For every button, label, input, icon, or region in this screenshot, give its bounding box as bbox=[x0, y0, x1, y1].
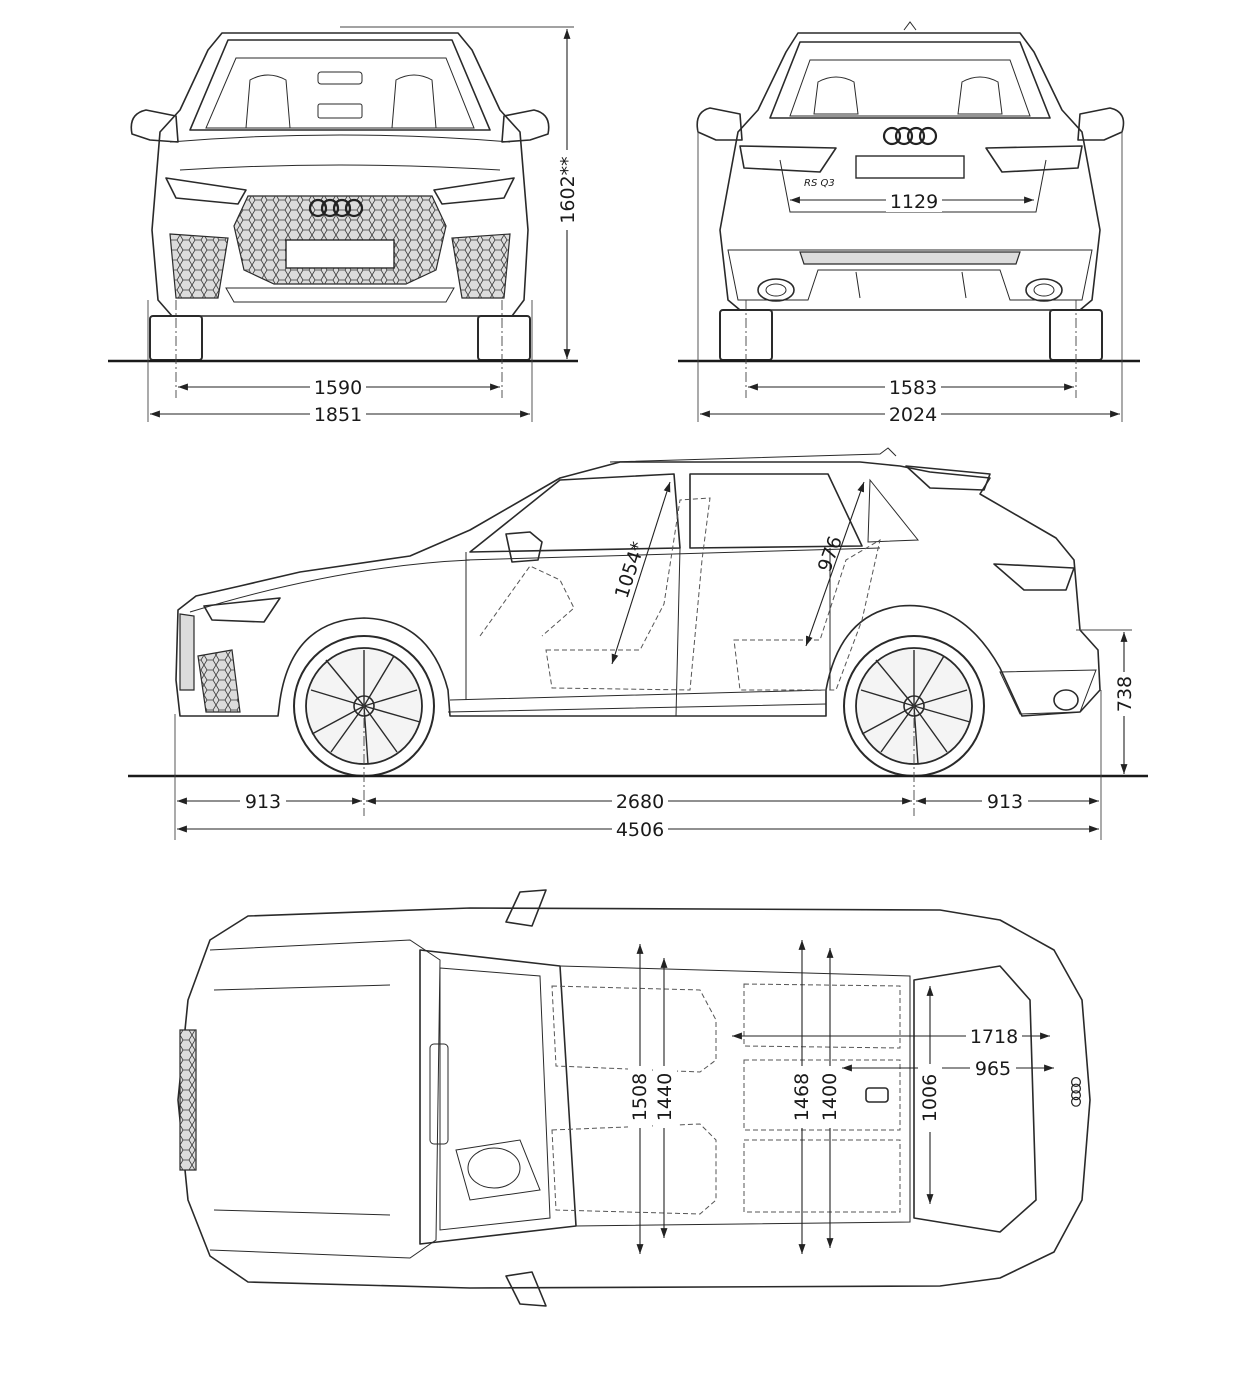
rear-badge: RS Q3 bbox=[804, 178, 835, 189]
label-tailgate-width: 1129 bbox=[890, 191, 938, 213]
label-boot-width: 1718 bbox=[970, 1026, 1018, 1048]
label-height: 1602** bbox=[557, 156, 579, 223]
side-view bbox=[175, 447, 1101, 777]
label-width-mirrors: 2024 bbox=[889, 404, 937, 426]
label-rear-headroom: 976 bbox=[814, 533, 847, 575]
label-sill-height: 738 bbox=[1114, 676, 1136, 712]
label-rear-shoulder: 1468 bbox=[791, 1073, 813, 1121]
label-length: 4506 bbox=[616, 819, 664, 841]
label-rear-overhang: 913 bbox=[987, 791, 1023, 813]
dimension-labels: 1590 1851 1602** 1583 2024 1129 913 2680… bbox=[240, 150, 1136, 1132]
label-front-overhang: 913 bbox=[245, 791, 281, 813]
label-front-track: 1590 bbox=[314, 377, 362, 399]
audi-rings-icon bbox=[882, 126, 938, 146]
top-view bbox=[177, 889, 1091, 1307]
front-view bbox=[130, 32, 550, 361]
audi-rings-icon bbox=[1070, 1076, 1082, 1107]
label-front-shoulder: 1508 bbox=[629, 1073, 651, 1121]
label-rear-elbow: 1400 bbox=[819, 1073, 841, 1121]
label-front-width: 1851 bbox=[314, 404, 362, 426]
label-wheelbase: 2680 bbox=[616, 791, 664, 813]
label-front-elbow: 1440 bbox=[654, 1073, 676, 1121]
label-boot-width-arches: 1006 bbox=[919, 1074, 941, 1122]
label-rear-track: 1583 bbox=[889, 377, 937, 399]
label-boot-length: 965 bbox=[975, 1058, 1011, 1080]
